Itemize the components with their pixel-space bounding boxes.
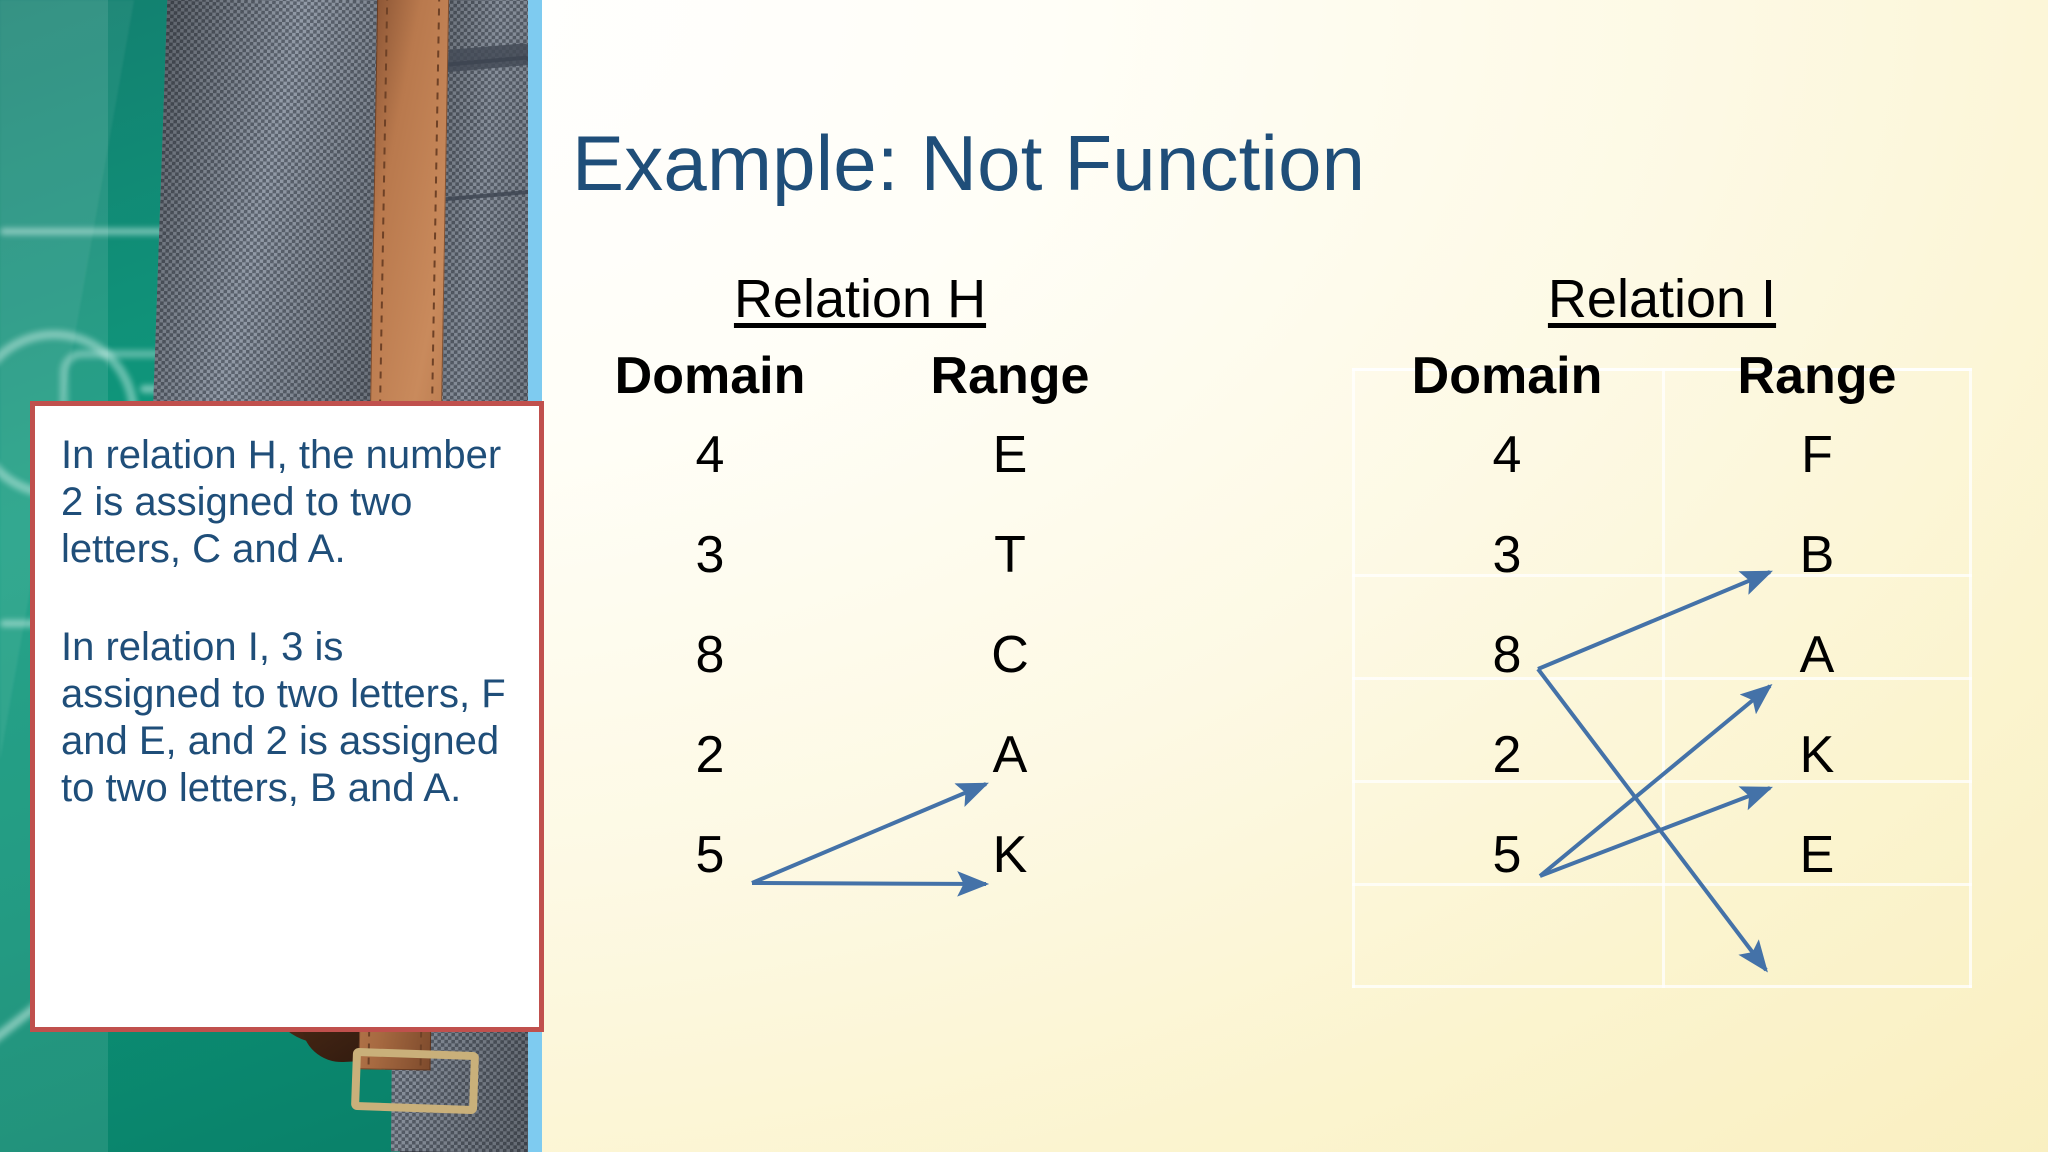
relation-i-domain-cell: 2	[1492, 726, 1522, 785]
relation-h-domain-column: Domain 4 3 8 2 5	[560, 347, 860, 905]
relation-i-domain-cell: 5	[1492, 826, 1522, 885]
relation-h-domain-cell: 4	[695, 426, 725, 485]
relation-h-range-column: Range E T C A K	[860, 347, 1160, 905]
relation-h-range-cell: T	[994, 526, 1026, 585]
relation-i-columns: Domain 4 3 8 2 5 Range F B A K E	[1352, 347, 1972, 905]
relation-i-range-cell: K	[1799, 726, 1835, 785]
callout-textbox: In relation H, the number 2 is assigned …	[30, 401, 544, 1032]
relation-i-domain-column: Domain 4 3 8 2 5	[1352, 347, 1662, 905]
relation-h-domain-cell: 2	[695, 726, 725, 785]
relation-i-range-column: Range F B A K E	[1662, 347, 1972, 905]
relation-h-domain-header: Domain	[614, 347, 806, 405]
relation-i-domain-cell: 4	[1492, 426, 1522, 485]
grid-line-vertical	[1969, 368, 1972, 988]
relation-i-range-cell: F	[1801, 426, 1833, 485]
relation-i-range-header: Range	[1737, 347, 1897, 405]
relation-i-range-cell: A	[1799, 626, 1835, 685]
strap-buckle	[350, 1047, 480, 1115]
chalk-scribble	[0, 228, 250, 235]
grid-line-vertical	[1352, 368, 1355, 988]
relation-h-range-cell: C	[991, 626, 1029, 685]
relation-i-domain-cell: 3	[1492, 526, 1522, 585]
callout-paragraph-2: In relation I, 3 is assigned to two lett…	[61, 625, 506, 810]
relation-h-columns: Domain 4 3 8 2 5 Range E T C A K	[560, 347, 1160, 905]
relation-h-block: Relation H Domain 4 3 8 2 5 Range E T C …	[560, 268, 1160, 905]
page-title: Example: Not Function	[572, 119, 1366, 207]
relation-h-domain-cell: 5	[695, 826, 725, 885]
relation-h-domain-cell: 8	[695, 626, 725, 685]
relation-h-range-header: Range	[930, 347, 1090, 405]
relation-i-domain-cell: 8	[1492, 626, 1522, 685]
relation-h-domain-cell: 3	[695, 526, 725, 585]
relation-i-domain-header: Domain	[1411, 347, 1603, 405]
callout-paragraph-1: In relation H, the number 2 is assigned …	[61, 433, 502, 571]
relation-h-title: Relation H	[733, 269, 987, 329]
relation-i-block: Relation I Domain 4 3 8 2 5 Range F B A …	[1352, 268, 1972, 905]
relation-i-title: Relation I	[1547, 269, 1777, 329]
relation-i-range-cell: B	[1799, 526, 1835, 585]
relation-h-range-cell: A	[992, 726, 1028, 785]
relation-i-range-cell: E	[1799, 826, 1835, 885]
relation-h-range-cell: K	[992, 826, 1028, 885]
relation-h-range-cell: E	[992, 426, 1028, 485]
